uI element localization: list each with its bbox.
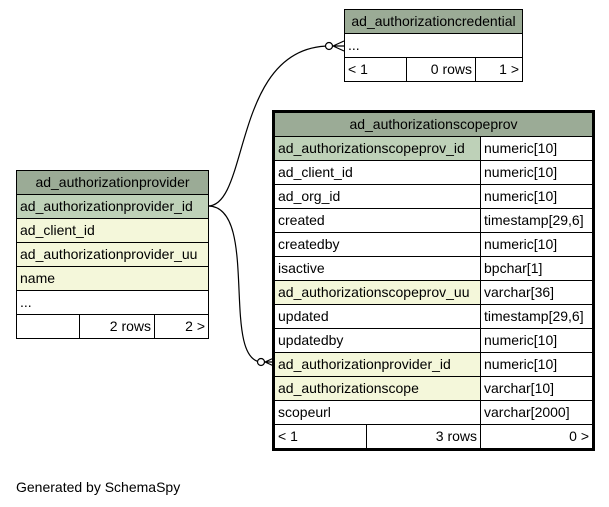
column-indexed: name bbox=[16, 266, 209, 291]
column-name: ad_org_id bbox=[274, 184, 481, 209]
column-type: varchar[10] bbox=[480, 376, 593, 401]
table-title[interactable]: ad_authorizationcredential bbox=[344, 9, 523, 34]
table-ad-authorizationcredential[interactable]: ad_authorizationcredential ... < 1 0 row… bbox=[344, 9, 523, 82]
edge-credential-endpoint bbox=[324, 41, 334, 51]
column-name: updatedby bbox=[274, 328, 481, 353]
column-primary-key: ad_authorizationprovider_id bbox=[16, 194, 209, 219]
table-title[interactable]: ad_authorizationscopeprov bbox=[274, 112, 593, 137]
parents-count: < 1 bbox=[344, 57, 407, 82]
children-count: 1 > bbox=[475, 57, 523, 82]
column-type: varchar[36] bbox=[480, 280, 593, 305]
column-name: ad_authorizationscope bbox=[274, 376, 481, 401]
column-name: created bbox=[274, 208, 481, 233]
children-count: 0 > bbox=[480, 424, 593, 449]
column-name: createdby bbox=[274, 232, 481, 257]
column-name: ad_authorizationscopeprov_uu bbox=[274, 280, 481, 305]
column-type: timestamp[29,6] bbox=[480, 304, 593, 329]
parents-count bbox=[16, 314, 80, 339]
columns-ellipsis: ... bbox=[344, 33, 523, 58]
table-ad-authorizationscopeprov[interactable]: ad_authorizationscopeprov ad_authorizati… bbox=[272, 110, 595, 451]
column-type: varchar[2000] bbox=[480, 400, 593, 425]
column-name: isactive bbox=[274, 256, 481, 281]
generator-credit: Generated by SchemaSpy bbox=[16, 479, 181, 495]
column-name: scopeurl bbox=[274, 400, 481, 425]
crowfoot-credential bbox=[332, 40, 345, 52]
column-type: numeric[10] bbox=[480, 232, 593, 257]
column-type: bpchar[1] bbox=[480, 256, 593, 281]
parents-count: < 1 bbox=[274, 424, 367, 449]
column-type: numeric[10] bbox=[480, 328, 593, 353]
column-name: updated bbox=[274, 304, 481, 329]
row-count: 3 rows bbox=[366, 424, 481, 449]
table-title[interactable]: ad_authorizationprovider bbox=[16, 170, 209, 195]
columns-ellipsis: ... bbox=[16, 290, 209, 315]
table-ad-authorizationprovider[interactable]: ad_authorizationprovider ad_authorizatio… bbox=[16, 170, 209, 339]
column-indexed: ad_authorizationprovider_uu bbox=[16, 242, 209, 267]
edge-scope-endpoint bbox=[256, 357, 266, 367]
column-type: numeric[10] bbox=[480, 160, 593, 185]
column-type: numeric[10] bbox=[480, 352, 593, 377]
column-type: numeric[10] bbox=[480, 136, 593, 161]
column-foreign-key: ad_client_id bbox=[16, 218, 209, 243]
edge-provider-to-scope bbox=[207, 205, 263, 363]
children-count: 2 > bbox=[154, 314, 209, 339]
row-count: 0 rows bbox=[406, 57, 476, 82]
column-name: ad_client_id bbox=[274, 160, 481, 185]
column-name: ad_authorizationscopeprov_id bbox=[274, 136, 481, 161]
edge-provider-to-credential bbox=[207, 45, 331, 207]
row-count: 2 rows bbox=[79, 314, 155, 339]
column-type: timestamp[29,6] bbox=[480, 208, 593, 233]
column-name: ad_authorizationprovider_id bbox=[274, 352, 481, 377]
column-type: numeric[10] bbox=[480, 184, 593, 209]
